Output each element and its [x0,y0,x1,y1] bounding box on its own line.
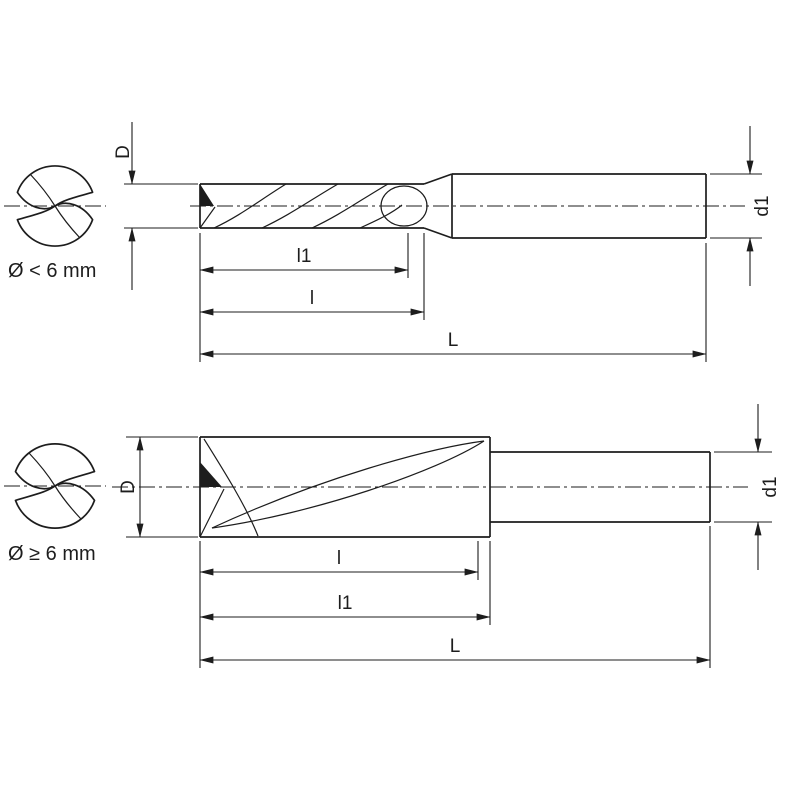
helix-line [211,440,485,529]
dim-d1-small: d1 [710,126,773,286]
side-view-small [190,173,745,239]
flute-face-line [54,205,81,239]
taper-bottom [423,227,453,239]
dim-label-l: l [310,288,314,309]
end-view-small [4,165,106,247]
dim-lengths-small: l1 l L [199,233,707,362]
helix-line [211,440,485,529]
dim-label-d1: d1 [760,476,781,497]
helix-line [203,438,259,537]
flute-face-line [28,452,56,487]
side-view-large [112,436,748,538]
flute-blade-upper [16,165,94,210]
flute-blade-lower [16,202,94,247]
dim-d1-large: d1 [714,404,781,570]
flute-blade-lower [14,482,96,529]
helix-line [261,183,339,229]
end-view-large [4,443,106,529]
flute-face-line [54,485,82,520]
helix-line [311,183,389,229]
helix-line [213,183,287,229]
variant-small-diameter: Ø < 6 mm [4,122,773,362]
condition-label-small: Ø < 6 mm [8,260,96,282]
dim-label-D: D [113,145,134,159]
flute-face-line [29,173,56,207]
tip-wedge [200,184,214,206]
dim-label-D: D [118,480,139,494]
dim-label-d1: d1 [752,195,773,216]
dim-label-l: l [337,548,341,569]
condition-label-large: Ø ≥ 6 mm [8,543,96,565]
dim-D-large: D [118,436,198,538]
taper-top [423,173,453,185]
end-tooth-line [199,206,216,229]
dim-label-L: L [450,636,461,657]
flute-runout [380,185,428,227]
end-tooth-line [199,488,225,538]
flute-blade-upper [14,443,96,490]
dim-lengths-large: l l1 L [199,526,711,668]
variant-large-diameter: Ø ≥ 6 mm D [4,404,781,668]
dim-D-small: D [113,122,198,290]
dim-label-l1: l1 [297,246,312,267]
dim-label-l1: l1 [338,593,353,614]
dim-label-L: L [448,330,459,351]
tip-wedge [200,462,222,487]
